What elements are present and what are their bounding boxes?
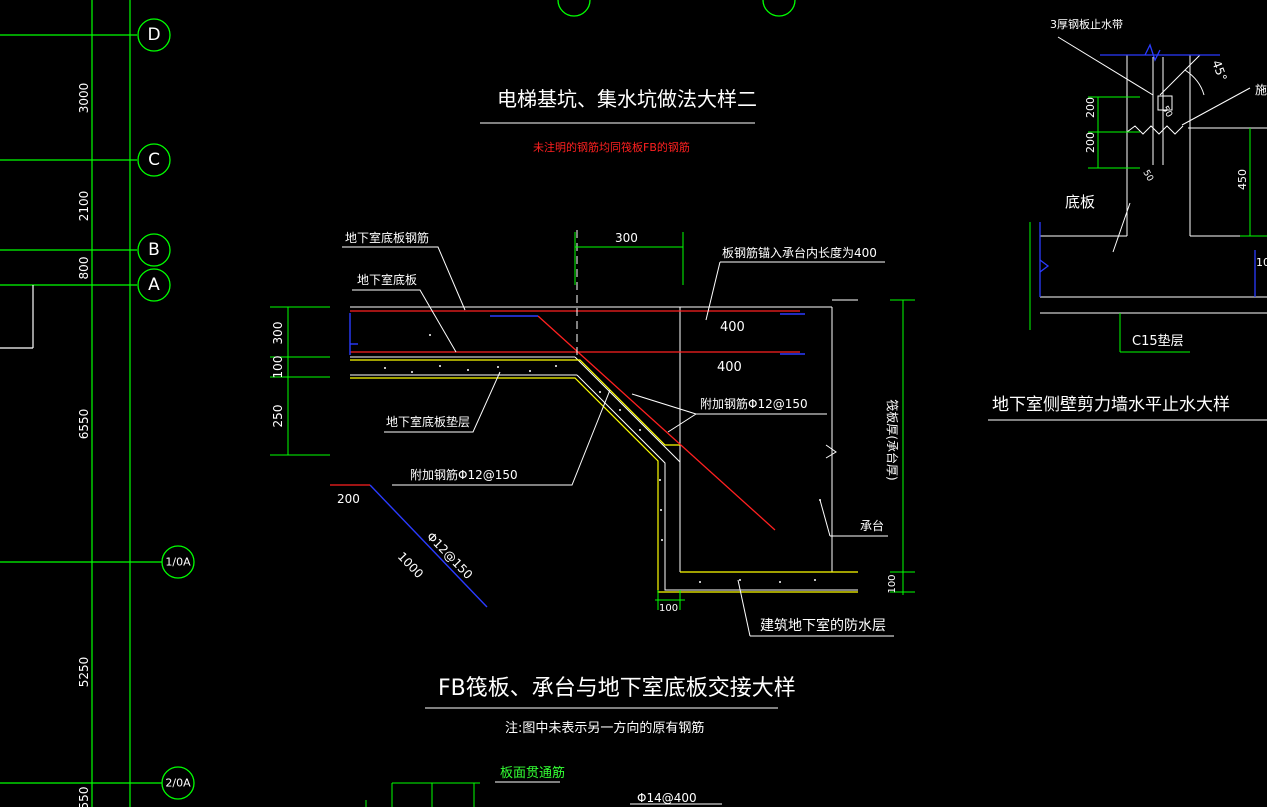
label-cushion: 地下室底板垫层 (386, 414, 470, 429)
detail-title-1: 电梯基坑、集水坑做法大样二 (497, 87, 757, 111)
wall-detail-geometry (1029, 54, 1267, 330)
dim-wall-50b: 50 (1140, 169, 1155, 184)
label-base-slab: 地下室底板 (357, 272, 417, 287)
label-base: 底板 (1065, 193, 1095, 211)
leader-lines (342, 246, 894, 637)
dim-left (270, 306, 330, 456)
grid-label-c: C (148, 150, 160, 170)
dim-bottom-100: 100 (659, 603, 678, 614)
dim-left-250: 250 (271, 405, 285, 428)
red-note: 未注明的钢筋均同筏板FB的钢筋 (533, 140, 690, 154)
angle-45: 45° (1209, 58, 1229, 83)
dim-300-top-text: 300 (615, 231, 638, 245)
label-c15-cushion: C15垫层 (1132, 333, 1184, 349)
wall-detail-dims (1088, 96, 1267, 353)
grid-lines (0, 0, 162, 807)
grid-dim-2100: 2100 (77, 191, 91, 222)
dim-wall-200b: 200 (1084, 132, 1097, 153)
dim-wall-450: 450 (1236, 169, 1249, 190)
grid-dim-3000: 3000 (77, 83, 91, 114)
grid-bubbles (137, 0, 796, 800)
waterproof-layer (350, 359, 858, 593)
grid-label-b: B (148, 240, 160, 260)
dim-right-100: 100 (887, 574, 898, 593)
grid-label-d: D (147, 25, 160, 45)
grid-label-1-0a: 1/0A (165, 556, 191, 569)
grid-label-a: A (148, 275, 160, 295)
grid-dim-800: 800 (77, 257, 91, 280)
detail-title-2: FB筏板、承台与地下室底板交接大样 (438, 676, 796, 701)
label-add-rebar-right: 附加钢筋Φ12@150 (700, 396, 808, 411)
rebar-blue (349, 313, 805, 608)
grid-dim-5250: 5250 (77, 657, 91, 688)
grid-dim-6550: 6550 (77, 409, 91, 440)
detail-title-wall: 地下室侧壁剪力墙水平止水大样 (992, 395, 1230, 415)
detail-note-2: 注:图中未表示另一方向的原有钢筋 (505, 720, 704, 736)
label-green-bottom: 板面贯通筋 (500, 765, 565, 781)
label-base-rebar: 地下室底板钢筋 (345, 230, 429, 245)
dim-300-top (574, 232, 684, 285)
dim-right (890, 299, 915, 595)
label-waterproof: 建筑地下室的防水层 (760, 617, 886, 634)
grid-dim-550: 550 (77, 787, 91, 807)
dim-400-a: 400 (720, 320, 745, 335)
grid-label-2-0a: 2/0A (165, 777, 191, 790)
label-steel-strip: 3厚钢板止水带 (1050, 17, 1123, 31)
dim-400-b: 400 (717, 360, 742, 375)
raft-thickness-label: 筏板厚(承台厚) (885, 399, 900, 480)
dim-wall-200a: 200 (1084, 97, 1097, 118)
dim-200: 200 (337, 492, 360, 506)
slab-outline (350, 299, 858, 591)
dim-phi12: Φ12@150 (424, 529, 475, 582)
concrete-dots (384, 334, 821, 583)
label-dangling: 施 (1255, 83, 1267, 97)
label-add-rebar-left: 附加钢筋Φ12@150 (410, 467, 518, 482)
dim-left-300: 300 (271, 322, 285, 345)
label-cap: 承台 (860, 518, 884, 533)
dim-wall-10: 10 (1256, 256, 1267, 269)
label-rebar-bottom: Φ14@400 (637, 791, 697, 805)
dim-1000: 1000 (395, 549, 426, 581)
dim-left-100: 100 (271, 356, 285, 379)
label-anchor-note: 板钢筋锚入承台内长度为400 (722, 245, 877, 260)
